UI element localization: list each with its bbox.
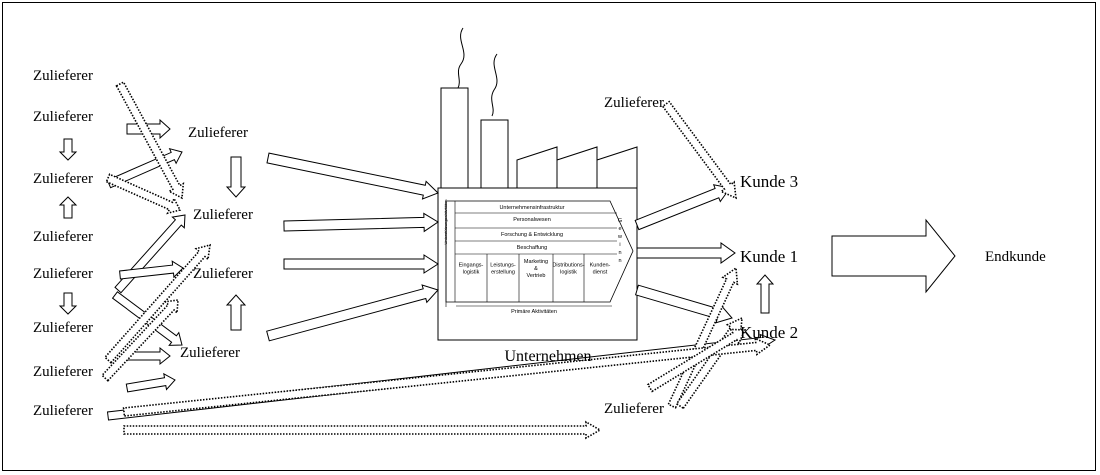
- margin-letter: G: [618, 218, 622, 224]
- supplier-label: Zulieferer: [193, 207, 253, 223]
- chimney-right: [481, 120, 508, 188]
- support-activity-label: Forschung & Entwicklung: [501, 232, 563, 238]
- supplier-label: Zulieferer: [180, 345, 240, 361]
- arrow-down: [60, 139, 76, 160]
- arrow: [284, 255, 438, 273]
- supplier-label: Zulieferer: [33, 364, 93, 380]
- support-activity-label: Beschaffung: [517, 245, 547, 251]
- arrow-to-end-customer: [832, 220, 955, 292]
- customer-2-label: Kunde 2: [740, 323, 798, 342]
- supplier-label: Zulieferer: [193, 266, 253, 282]
- dotted-arrow: [124, 422, 600, 438]
- factory-roof: [517, 147, 637, 188]
- arrow: [637, 243, 735, 263]
- supplier-label: Zulieferer: [33, 403, 93, 419]
- support-activity-label: Personalwesen: [513, 217, 551, 223]
- margin-letter: n: [618, 250, 621, 256]
- arrow: [635, 185, 730, 230]
- arrow-down: [60, 293, 76, 314]
- arrow: [284, 213, 438, 231]
- supplier-label: Zulieferer: [33, 266, 93, 282]
- primary-activity-label: erstellung: [491, 270, 515, 276]
- primary-activity-label: Kunden-: [590, 263, 611, 269]
- arrow-up: [227, 295, 245, 330]
- company-label: Unternehmen: [504, 348, 591, 365]
- primary-activity-label: logistik: [463, 270, 480, 276]
- primary-activity-label: dienst: [593, 270, 608, 276]
- factory: Unterstützungsaktivitäten Unternehmensin…: [438, 28, 637, 340]
- arrow: [267, 285, 438, 341]
- dotted-arrow: [663, 102, 736, 198]
- margin-letter: e: [618, 226, 621, 232]
- supplier-label: Zulieferer: [33, 320, 93, 336]
- support-activity-label: Unternehmensinfrastruktur: [499, 205, 564, 211]
- arrow-up: [60, 197, 76, 218]
- primary-activity-label: Vertrieb: [527, 273, 546, 279]
- customer-3-label: Kunde 3: [740, 172, 798, 191]
- supplier-label: Zulieferer: [188, 125, 248, 141]
- primary-activity-label: Marketing: [524, 259, 548, 265]
- end-customer-label: Endkunde: [985, 249, 1046, 265]
- margin-letter: i: [619, 242, 620, 248]
- value-chain: Unterstützungsaktivitäten Unternehmensin…: [443, 200, 633, 315]
- arrow: [126, 374, 175, 392]
- customer-1-label: Kunde 1: [740, 247, 798, 266]
- arrow: [267, 153, 438, 199]
- primary-activity-label: Eingangs-: [459, 263, 484, 269]
- supplier-label: Zulieferer: [33, 68, 93, 84]
- smoke-left: [458, 28, 464, 88]
- chimney-left: [441, 88, 468, 188]
- margin-letter: n: [618, 258, 621, 264]
- primary-activity-label: logistik: [560, 270, 577, 276]
- supplier-label: Zulieferer: [33, 229, 93, 245]
- arrow-down: [227, 157, 245, 197]
- primary-activity-label: Distributions-: [552, 263, 584, 269]
- arrow: [120, 261, 183, 279]
- smoke-right: [492, 54, 497, 116]
- primary-activity-label: Leistungs-: [490, 263, 516, 269]
- margin-letter: w: [617, 234, 622, 240]
- primary-activities-label: Primäre Aktivitäten: [511, 309, 557, 315]
- supplier-label: Zulieferer: [604, 401, 664, 417]
- supplier-label: Zulieferer: [604, 95, 664, 111]
- supplier-label: Zulieferer: [33, 109, 93, 125]
- primary-activity-label: &: [534, 266, 538, 272]
- arrow-up: [757, 275, 773, 313]
- support-activities-label: Unterstützungsaktivitäten: [443, 200, 448, 245]
- supplier-label: Zulieferer: [33, 171, 93, 187]
